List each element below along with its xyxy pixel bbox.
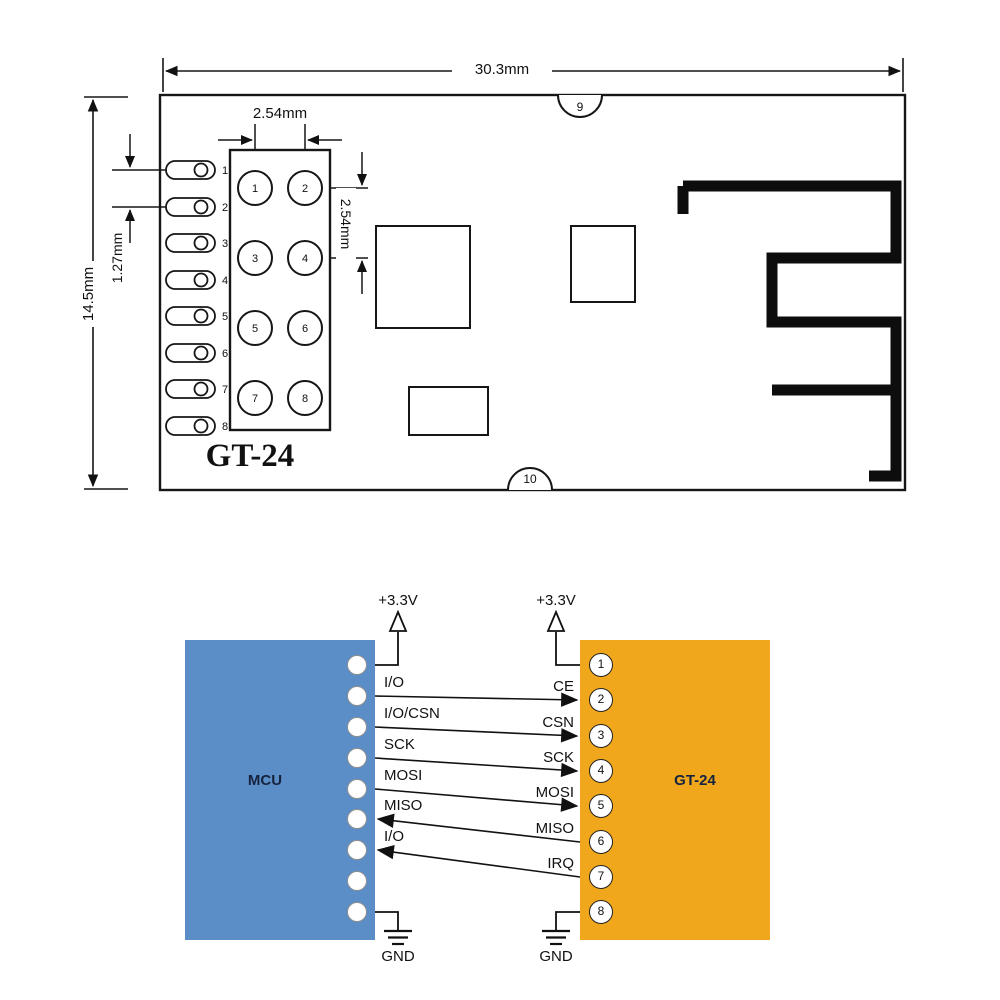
gnd-label-module: GND [539,948,573,965]
vcc-label-module: +3.3V [536,592,576,609]
signal-label-mcu-mosi: MOSI [384,767,423,784]
svg-text:6: 6 [302,323,308,335]
mcu-pin [347,748,367,768]
mcu-pin [347,655,367,675]
dim-pin-row-pitch-lines [112,134,166,243]
signal-label-mcu-miso: MISO [384,797,423,814]
wire-ce [374,692,579,707]
dim-header-row-pitch-label: 2.54mm [336,188,356,260]
mcu-pin [347,686,367,706]
side-pin: 2 [165,197,228,217]
wire-mosi [374,788,579,812]
module-pin-4: 4 [589,759,613,783]
signal-label-mcu-ce: I/O [384,674,405,691]
wire-sck [374,757,579,778]
module-pin-6: 6 [589,830,613,854]
mcu-pin [347,809,367,829]
svg-text:8: 8 [222,421,228,433]
svg-text:2: 2 [302,183,308,195]
dim-pin-row-pitch-label: 1.27mm [107,226,127,290]
svg-text:3: 3 [222,238,228,250]
mcu-pin [347,779,367,799]
module-pin-1: 1 [589,653,613,677]
side-pin: 5 [165,306,228,326]
signal-label-mcu-irq: I/O [384,828,405,845]
module-pin-3: 3 [589,724,613,748]
vcc-label-mcu: +3.3V [378,592,418,609]
mcu-pin [347,871,367,891]
vcc-wire-mcu [375,609,408,666]
module-block-label: GT-24 [674,772,716,789]
antenna-trace [677,180,902,482]
mcu-pin [347,840,367,860]
svg-text:8: 8 [302,393,308,405]
svg-text:7: 7 [222,384,228,396]
side-pin: 3 [165,233,228,253]
dim-board-width-label: 30.3mm [452,60,552,80]
dim-board-height-label: 14.5mm [79,261,99,327]
edge-notch-bottom: 10 [507,467,553,491]
gnd-wire-mcu [375,911,412,946]
svg-text:3: 3 [252,253,258,265]
mcu-block [185,640,375,940]
side-pin: 1 [165,160,228,180]
wire-miso [376,813,581,843]
gnd-label-mcu: GND [381,948,415,965]
signal-label-module-sck: SCK [543,749,574,766]
module-block [580,640,770,940]
dim-header-col-pitch-label: 2.54mm [240,104,320,124]
svg-text:4: 4 [222,275,228,287]
signal-label-mcu-csn: I/O/CSN [384,705,440,722]
svg-text:4: 4 [302,253,308,265]
ic-outlines [375,225,636,436]
module-pin-8: 8 [589,900,613,924]
signal-label-module-irq: IRQ [547,855,574,872]
edge-notch-top: 9 [557,94,603,118]
mcu-pin [347,902,367,922]
gnd-symbol-icon [384,929,412,946]
signal-wires [374,692,581,878]
vcc-wire-module [546,609,580,666]
signal-label-module-mosi: MOSI [535,784,574,801]
side-pin: 7 [165,379,228,399]
vcc-arrow-icon [546,609,566,632]
svg-text:5: 5 [252,323,258,335]
signal-label-module-miso: MISO [535,820,574,837]
signal-label-mcu-sck: SCK [384,736,415,753]
module-pin-7: 7 [589,865,613,889]
side-pin: 8 [165,416,228,436]
svg-text:5: 5 [222,311,228,323]
svg-text:1: 1 [252,183,258,195]
svg-text:9: 9 [577,100,584,114]
module-pin-2: 2 [589,688,613,712]
side-pins: 1 2 3 4 5 6 7 8 [165,160,228,436]
header-footprint: 1 2 3 4 5 6 7 8 [228,148,332,432]
svg-text:10: 10 [523,472,537,486]
side-pin: 4 [165,270,228,290]
svg-text:6: 6 [222,348,228,360]
module-part-label: GT-24 [205,438,295,474]
gnd-symbol-icon [542,929,570,946]
mcu-block-label: MCU [247,772,283,789]
svg-text:2: 2 [222,202,228,214]
svg-text:1: 1 [222,165,228,177]
signal-label-module-ce: CE [553,678,574,695]
gnd-wire-module [542,911,580,946]
vcc-arrow-icon [388,609,408,632]
wire-csn [374,726,579,743]
mcu-pin [347,717,367,737]
wire-irq [376,844,581,878]
signal-label-module-csn: CSN [542,714,574,731]
module-pin-5: 5 [589,794,613,818]
svg-text:7: 7 [252,393,258,405]
side-pin: 6 [165,343,228,363]
